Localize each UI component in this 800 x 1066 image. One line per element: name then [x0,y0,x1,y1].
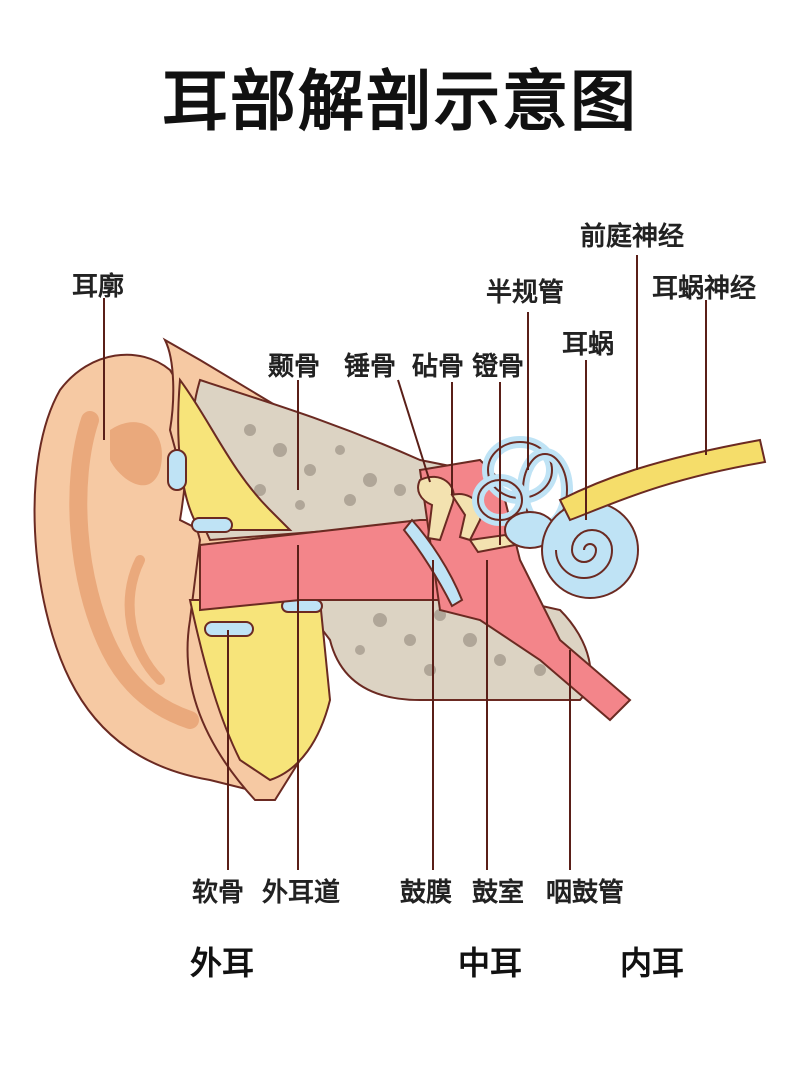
label-semicircular-canals: 半规管 [486,278,565,308]
cartilage-pieces [167,449,323,637]
label-vestibular-nerve: 前庭神经 [580,222,685,252]
label-tympanic-cavity: 鼓室 [472,878,525,908]
label-eustachian-tube: 咽鼓管 [546,878,625,908]
cartilage-lower [188,599,332,782]
group-middle-ear: 中耳 [458,944,523,982]
label-malleus: 锤骨 [344,352,397,382]
group-outer-ear: 外耳 [190,944,255,982]
page-title: 耳部解剖示意图 [162,63,638,140]
label-incus: 砧骨 [412,352,465,382]
leader-lines [103,255,707,870]
label-cartilage: 软骨 [192,878,245,908]
cartilage-upper [177,377,293,531]
cochlea-shape [541,501,639,599]
label-cochlear-nerve: 耳蜗神经 [652,274,757,304]
label-cochlea: 耳蜗 [562,330,615,360]
label-eardrum: 鼓膜 [400,878,453,908]
label-stapes: 镫骨 [472,352,525,382]
label-temporal-bone: 颞骨 [268,352,321,382]
nerve-bundle [558,438,767,522]
group-inner-ear: 内耳 [620,944,685,982]
label-ear-canal: 外耳道 [262,878,341,908]
label-auricle: 耳廓 [72,272,125,302]
